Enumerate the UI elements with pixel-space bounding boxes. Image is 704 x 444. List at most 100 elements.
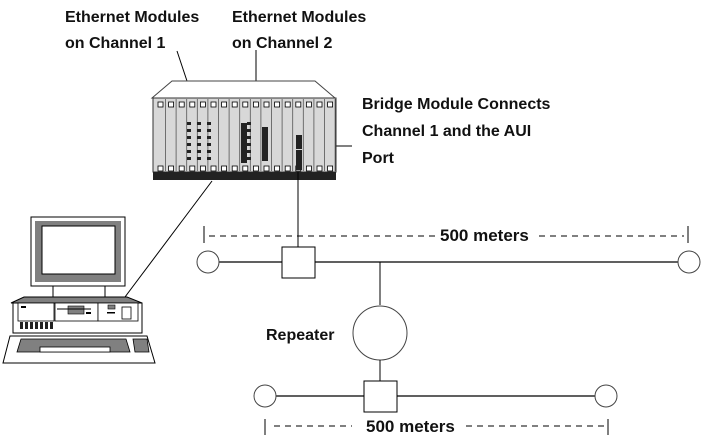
slot-screw [222,166,227,171]
port-connector [187,143,191,146]
transceiver-top [282,247,315,278]
slot-screw [285,102,290,107]
slot-screw [285,166,290,171]
desktop-case-top [11,297,142,303]
slot-screw [190,166,195,171]
rear-port [30,322,33,329]
workstation-computer [3,217,155,363]
slot-screw [169,166,174,171]
label-line: Bridge Module Connects [362,96,551,113]
port-connector [207,129,211,132]
slot-screw [200,102,205,107]
port-connector [207,143,211,146]
segment-top-length-label: 500 meters [440,226,529,245]
transceiver-bottom [364,381,397,412]
port-connector [187,129,191,132]
slot-screw [317,102,322,107]
slot-screw [264,102,269,107]
port-connector [207,157,211,160]
port-connector [207,136,211,139]
terminator-right [595,385,617,407]
port-connector [207,150,211,153]
label-line: Ethernet Modules [232,9,366,26]
chassis-top [152,81,335,98]
slot-screw [306,166,311,171]
slot-screw [179,166,184,171]
case-panel-right [98,303,138,321]
terminator-right [678,251,700,273]
case-panel [18,303,54,321]
label-line: Channel 1 and the AUI [362,123,531,140]
slot-screw [253,166,258,171]
rear-port [20,322,23,329]
module-connector-block [262,127,268,161]
bridge-module-connector [296,135,302,149]
slot-screw [306,102,311,107]
slot-screw [317,166,322,171]
port-connector [187,122,191,125]
slot-screw [190,102,195,107]
computer-link-cable [125,181,212,297]
label-line: Port [362,150,395,167]
slot-screw [222,102,227,107]
slot-screw [296,102,301,107]
floppy-drive-icon [68,306,84,314]
slot-screw [328,166,333,171]
slot-screw [328,102,333,107]
segment-bottom-length-label: 500 meters [366,417,455,436]
slot-screw [211,166,216,171]
port-connector [197,157,201,160]
slot-screw [169,102,174,107]
rear-port [25,322,28,329]
rear-port [50,322,53,329]
port-connector [197,143,201,146]
port-connector [247,143,251,146]
slot-screw [200,166,205,171]
port-connector [247,122,251,125]
slot-screw [232,102,237,107]
slot-screw [232,166,237,171]
label-line: Ethernet Modules [65,9,199,26]
slot-screw [264,166,269,171]
port-connector [247,129,251,132]
chassis-base [153,172,336,180]
hub-chassis [152,81,336,180]
module-connector-block [241,123,247,163]
button [108,305,115,309]
port-connector [207,122,211,125]
drive-led [86,312,91,314]
port-connector [187,150,191,153]
slot-screw [243,166,248,171]
label-ethernet-modules-channel-1: Ethernet Modules on Channel 1 [65,9,199,52]
port-connector [197,136,201,139]
label-line: on Channel 2 [232,35,333,52]
rear-port [35,322,38,329]
slot-screw [243,102,248,107]
slot-screw [211,102,216,107]
port-connector [247,150,251,153]
repeater-label: Repeater [266,327,334,344]
slot-screw [158,102,163,107]
slot-screw [253,102,258,107]
label-bridge-module: Bridge Module Connects Channel 1 and the… [362,96,551,167]
terminator-left [197,251,219,273]
port-connector [197,150,201,153]
slot-screw [275,166,280,171]
slot-screw [275,102,280,107]
button-slot [107,312,115,314]
rear-port [40,322,43,329]
port-connector [247,136,251,139]
segment-bottom: 500 meters [254,381,617,436]
monitor-stand [53,286,105,297]
terminator-left [254,385,276,407]
port-connector [187,157,191,160]
label-ethernet-modules-channel-2: Ethernet Modules on Channel 2 [232,9,366,52]
label-line: on Channel 1 [65,35,166,52]
bridge-module-aui-port [296,150,302,170]
segment-top: 500 meters [197,172,700,305]
monitor-screen [42,226,115,274]
keyboard-keypad [133,339,149,352]
vent [122,307,131,319]
power-led [21,306,26,308]
